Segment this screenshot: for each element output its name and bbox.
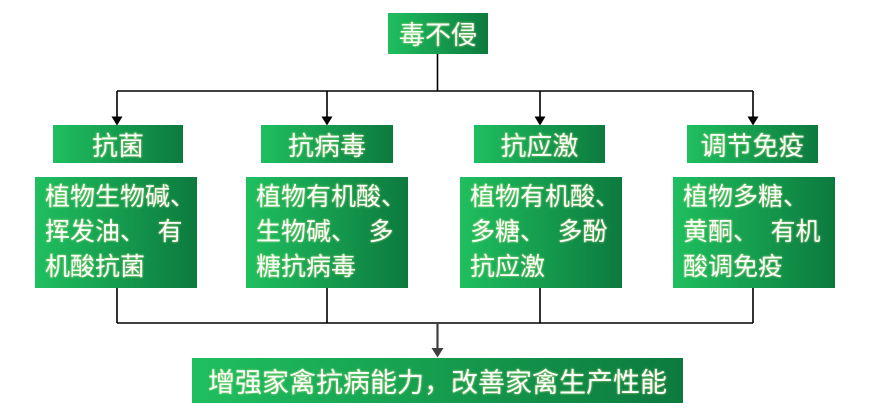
body-line: 黄酮、 有机 [683, 218, 821, 246]
branch-body-antibacterial: 植物生物碱、 挥发油、 有 机酸抗菌 [35, 177, 197, 288]
body-line: 抗应激 [470, 253, 546, 281]
conclusion-box: 增强家禽抗病能力，改善家禽生产性能 [192, 358, 683, 403]
arrowhead-icon [534, 116, 546, 126]
body-line: 植物有机酸、 [470, 183, 621, 211]
branch-header-antibacterial: 抗菌 [53, 125, 183, 163]
arrowhead-icon [321, 116, 333, 126]
branch-header-label: 抗病毒 [287, 130, 366, 161]
arrowhead-icon [111, 116, 123, 126]
branch-header-antiviral: 抗病毒 [261, 125, 393, 163]
branch-arrowheads [111, 116, 759, 126]
body-line: 生物碱、 多 [256, 218, 394, 246]
body-line: 多糖、 多酚 [470, 218, 608, 246]
branch-body-antistress: 植物有机酸、 多糖、 多酚 抗应激 [460, 177, 622, 288]
branch-body-immune: 植物多糖、 黄酮、 有机 酸调免疫 [673, 177, 835, 288]
arrowhead-icon [747, 116, 759, 126]
body-line: 植物多糖、 [683, 183, 809, 211]
body-line: 植物有机酸、 [256, 183, 407, 211]
body-line: 机酸抗菌 [45, 253, 146, 281]
body-line: 植物生物碱、 [45, 183, 196, 211]
body-line: 糖抗病毒 [256, 253, 357, 281]
bottom-tree-lines [116, 288, 754, 324]
top-tree-lines [116, 54, 754, 117]
branch-header-antistress: 抗应激 [474, 125, 605, 163]
branch-header-label: 抗菌 [91, 130, 144, 161]
branch-header-label: 抗应激 [500, 130, 579, 161]
branch-header-immune: 调节免疫 [687, 125, 818, 163]
conclusion-label: 增强家禽抗病能力，改善家禽生产性能 [208, 368, 667, 398]
body-line: 酸调免疫 [683, 253, 784, 281]
flow-root-label: 毒不侵 [398, 20, 477, 50]
branch-header-label: 调节免疫 [700, 130, 805, 161]
flow-root-box: 毒不侵 [388, 13, 488, 54]
body-line: 挥发油、 有 [45, 218, 183, 246]
center-arrowhead-icon [431, 348, 444, 358]
branch-body-antiviral: 植物有机酸、 生物碱、 多 糖抗病毒 [246, 177, 408, 288]
